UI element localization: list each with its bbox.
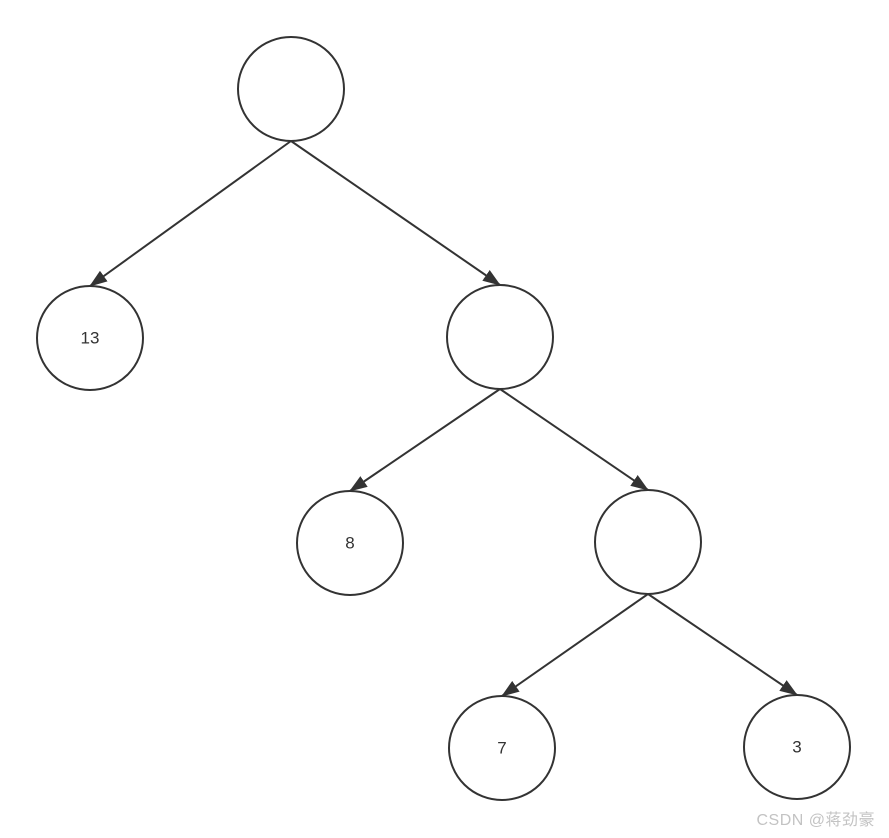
node-label: 8 [345,534,354,553]
tree-edge-nR-n8 [349,388,501,492]
node-circle [36,285,144,391]
tree-node-n13: 13 [36,285,144,391]
node-label: 3 [792,738,801,757]
tree-node-nRR [594,489,702,595]
tree-edge-root-nR [290,140,501,286]
tree-node-nR [446,284,554,390]
node-label: 7 [497,739,506,758]
tree-node-n3: 3 [743,694,851,800]
csdn-watermark: CSDN @蒋劲豪 [756,812,875,829]
node-circle [448,695,556,801]
tree-node-n7: 7 [448,695,556,801]
node-label: 13 [81,329,100,348]
node-circle [743,694,851,800]
node-circle [237,36,345,142]
tree-node-n8: 8 [296,490,404,596]
tree-edge-nR-nRR [499,388,649,491]
tree-edge-root-n13 [89,140,292,287]
node-circle [296,490,404,596]
tree-edge-nRR-n3 [647,593,798,696]
node-circle [446,284,554,390]
tree-edge-nRR-n7 [501,593,649,697]
node-circle [594,489,702,595]
tree-node-root [237,36,345,142]
